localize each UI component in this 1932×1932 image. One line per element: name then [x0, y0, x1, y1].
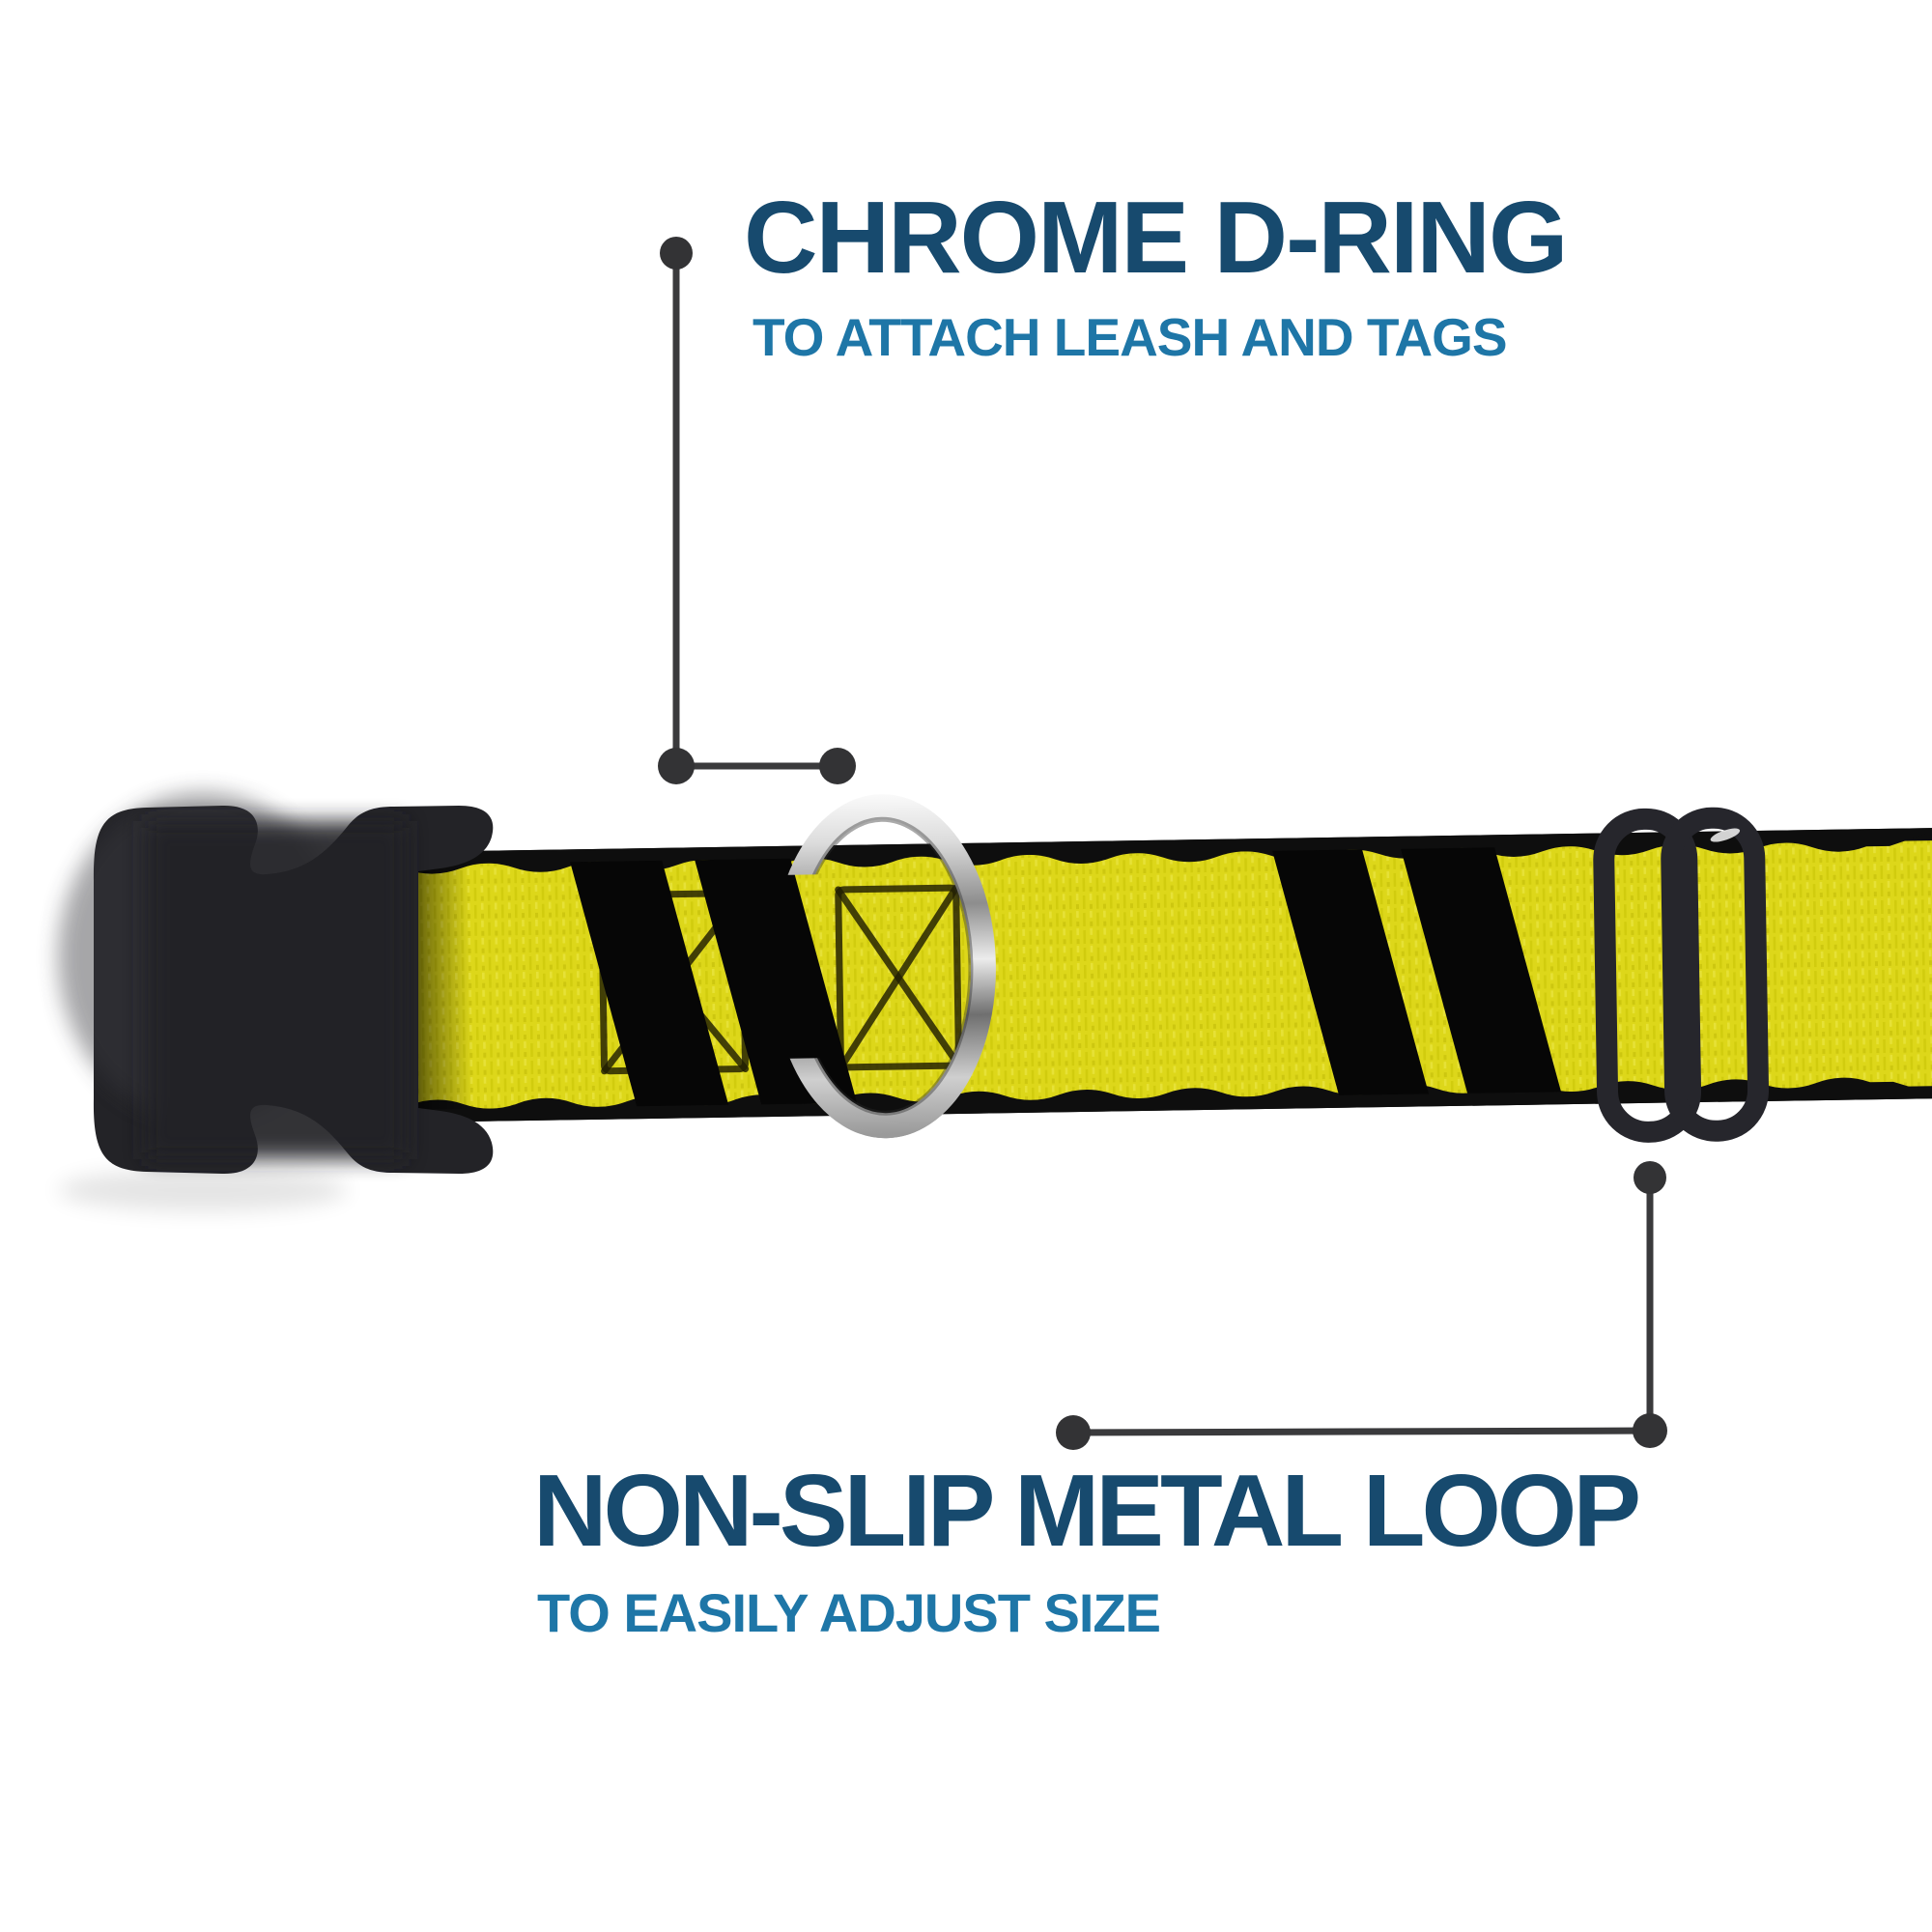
side-release-buckle — [58, 792, 494, 1175]
strap-top-scallop — [406, 827, 1932, 874]
stripe-4 — [1401, 847, 1562, 1094]
strap-bottom-scallop — [410, 1077, 1932, 1122]
crate-print-icon-2 — [835, 884, 963, 1071]
top-callout-subtitle: TO ATTACH LEASH AND TAGS — [753, 307, 1508, 367]
callout-bottom-horizontal-line — [1072, 1427, 1651, 1436]
bottom-callout-subtitle: TO EASILY ADJUST SIZE — [537, 1582, 1161, 1643]
buckle-shadow — [58, 1169, 348, 1211]
metal-slider-loop — [1593, 807, 1770, 1143]
bottom-callout-title: NON-SLIP METAL LOOP — [533, 1454, 1641, 1568]
callout-top-dot-label — [660, 237, 693, 270]
callout-top-dot-elbow — [658, 748, 695, 784]
strap-buckle-shadow — [412, 863, 474, 1110]
callout-bottom-dot-elbow — [1633, 1413, 1667, 1448]
top-callout-title: CHROME D-RING — [744, 181, 1568, 295]
stripe-1 — [570, 860, 729, 1107]
callout-top-dot-target — [819, 748, 856, 784]
stripe-2 — [695, 858, 858, 1105]
slider-glint — [1710, 828, 1741, 842]
slider-left-loop — [1593, 808, 1702, 1143]
callout-top-connector — [658, 237, 856, 784]
buckle-body-tone — [145, 821, 406, 1159]
callout-bottom-dot-label — [1056, 1415, 1091, 1450]
collar-strap — [406, 794, 1932, 1143]
slider-right-loop — [1661, 807, 1770, 1142]
stripe-3 — [1272, 849, 1430, 1095]
callout-bottom-connector — [1056, 1161, 1667, 1450]
callout-bottom-dot-target — [1634, 1161, 1666, 1194]
